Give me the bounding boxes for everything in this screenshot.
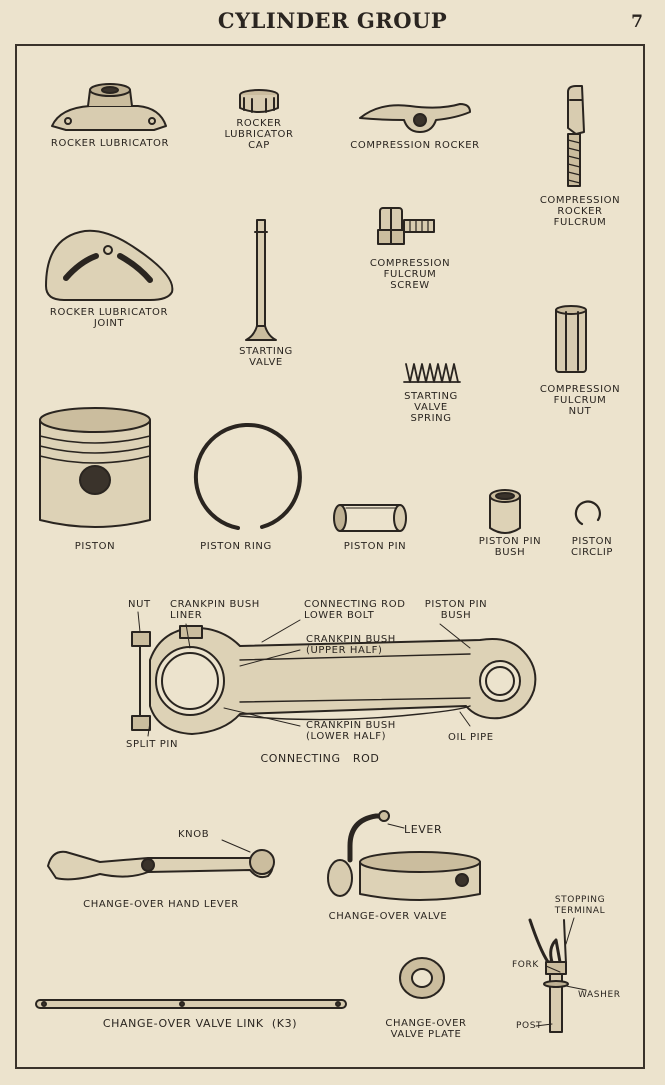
label-compression-rocker: COMPRESSION ROCKER [350, 140, 480, 151]
label-nut: NUT [128, 599, 151, 610]
label-piston-pin-bush-callout: PISTON PIN BUSH [424, 599, 488, 621]
label-compression-fulcrum-screw: COMPRESSION FULCRUM SCREW [369, 258, 451, 291]
starting-valve-drawing [245, 219, 277, 341]
label-fork: FORK [512, 960, 539, 970]
label-knob: KNOB [178, 829, 210, 840]
label-change-over-valve-link: CHANGE-OVER VALVE LINK (K3) [102, 1017, 298, 1030]
compression-rocker-fulcrum-drawing [567, 85, 585, 187]
compression-fulcrum-screw-drawing [377, 207, 435, 245]
label-compression-fulcrum-nut: COMPRESSION FULCRUM NUT [539, 384, 621, 417]
rocker-lubricator-cap-drawing [239, 89, 279, 113]
page-number: 7 [631, 12, 643, 32]
label-piston-circlip: PISTON CIRCLIP [570, 536, 614, 558]
label-crankpin-bush-lower: CRANKPIN BUSH (LOWER HALF) [306, 720, 396, 742]
label-connecting-rod-lower-bolt: CONNECTING ROD LOWER BOLT [304, 599, 406, 621]
change-over-valve-link-drawing [35, 999, 347, 1009]
starting-valve-spring-drawing [403, 363, 461, 383]
label-starting-valve-spring: STARTING VALVE SPRING [404, 391, 458, 424]
label-change-over-valve-plate: CHANGE-OVER VALVE PLATE [385, 1018, 467, 1040]
label-piston: PISTON [74, 541, 116, 552]
label-change-over-hand-lever: CHANGE-OVER HAND LEVER [83, 899, 239, 910]
rocker-lubricator-joint-drawing [45, 229, 174, 301]
label-change-over-valve: CHANGE-OVER VALVE [328, 911, 448, 922]
piston-ring-drawing [193, 422, 302, 530]
label-stopping-terminal: STOPPING TERMINAL [554, 895, 606, 916]
rocker-lubricator-drawing [51, 83, 167, 131]
label-starting-valve: STARTING VALVE [239, 346, 293, 368]
label-rocker-lubricator: ROCKER LUBRICATOR [50, 138, 170, 149]
label-connecting-rod: CONNECTING ROD [260, 752, 380, 765]
label-oil-pipe: OIL PIPE [448, 732, 494, 743]
label-rocker-lubricator-cap: ROCKER LUBRICATOR CAP [224, 118, 294, 151]
label-piston-pin: PISTON PIN [343, 541, 407, 552]
label-rocker-lubricator-joint: ROCKER LUBRICATOR JOINT [49, 307, 169, 329]
label-crankpin-bush-upper: CRANKPIN BUSH (UPPER HALF) [306, 634, 396, 656]
illustration-frame [15, 44, 645, 1069]
compression-rocker-drawing [359, 103, 471, 133]
label-lever: LEVER [404, 823, 443, 836]
label-split-pin: SPLIT PIN [126, 739, 179, 750]
page-title: CYLINDER GROUP [217, 8, 448, 33]
label-post: POST [516, 1021, 543, 1031]
label-piston-pin-bush: PISTON PIN BUSH [478, 536, 542, 558]
connecting-rod-callout-lines [137, 611, 471, 737]
label-piston-ring: PISTON RING [200, 541, 272, 552]
change-over-hand-lever-drawing [47, 839, 275, 881]
piston-circlip-drawing [574, 500, 601, 526]
label-washer: WASHER [578, 990, 621, 1000]
change-over-valve-drawing [327, 810, 481, 901]
compression-fulcrum-nut-drawing [555, 305, 587, 373]
piston-pin-bush-drawing [489, 489, 521, 534]
piston-drawing [39, 407, 151, 528]
piston-pin-drawing [333, 504, 407, 532]
label-compression-rocker-fulcrum: COMPRESSION ROCKER FULCRUM [539, 195, 621, 228]
label-crankpin-bush-liner: CRANKPIN BUSH LINER [170, 599, 260, 621]
change-over-valve-plate-drawing [399, 957, 445, 999]
stopping-terminal-drawing [528, 917, 587, 1033]
